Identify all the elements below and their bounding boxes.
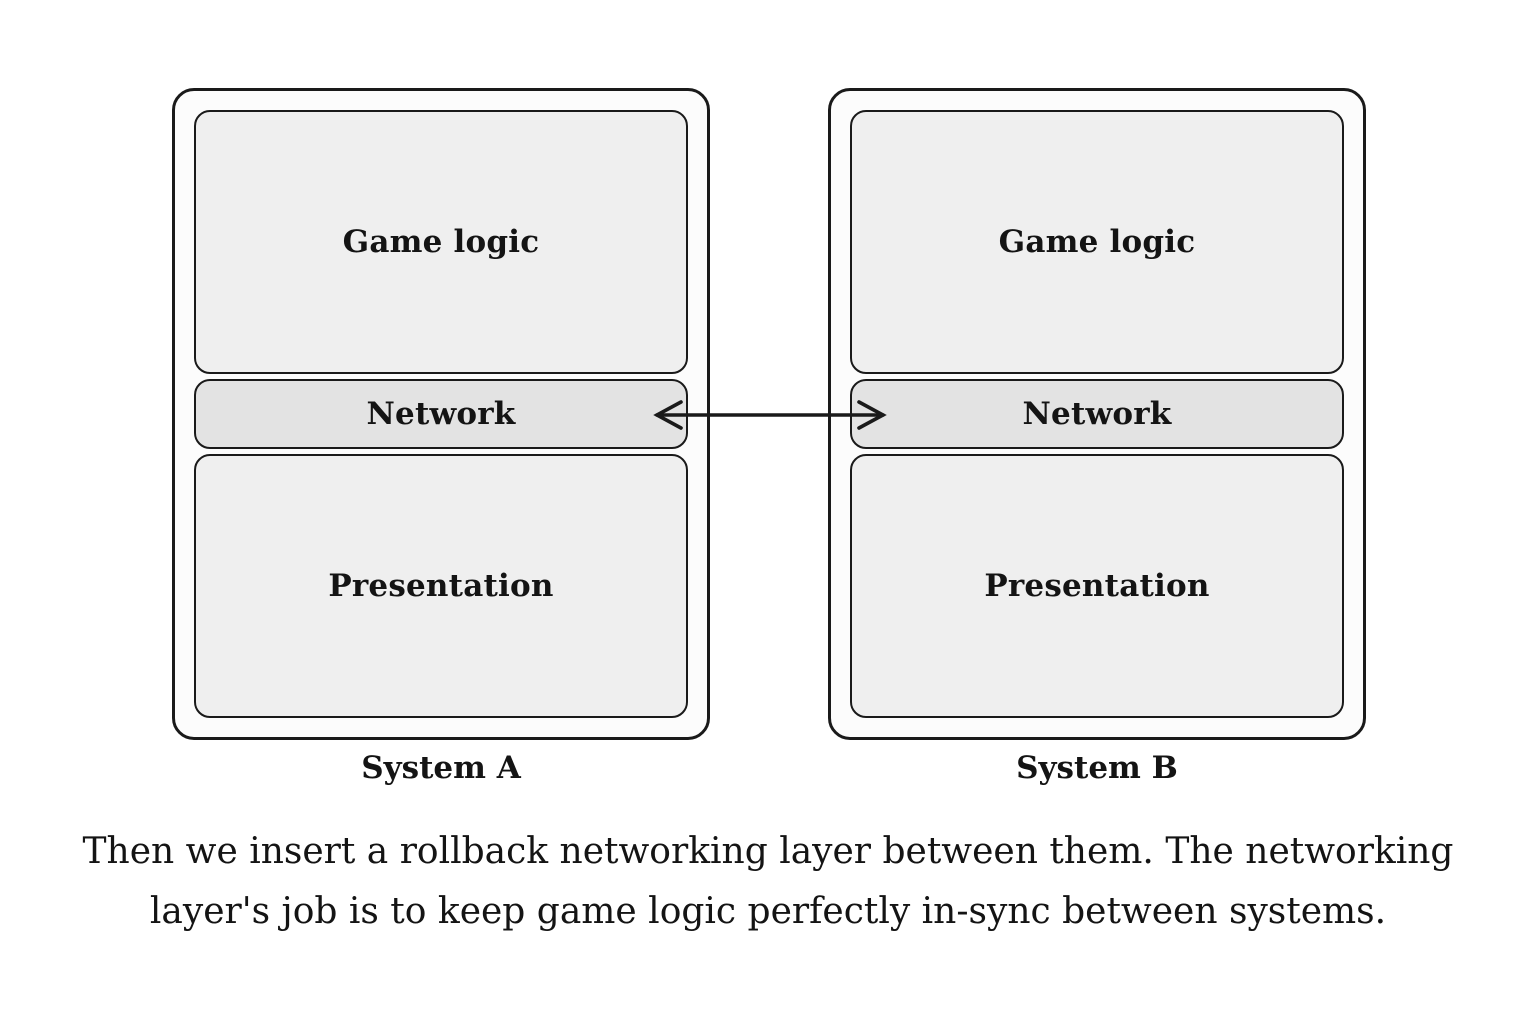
system-b-label: System B bbox=[1016, 750, 1178, 786]
system-a-presentation-box: Presentation bbox=[194, 454, 688, 718]
caption-text: Then we insert a rollback networking lay… bbox=[82, 831, 1454, 932]
system-a-network-box: Network bbox=[194, 379, 688, 449]
game-logic-label: Game logic bbox=[998, 224, 1196, 260]
system-b-game-logic-box: Game logic bbox=[850, 110, 1344, 374]
game-logic-label: Game logic bbox=[342, 224, 540, 260]
system-a-game-logic-box: Game logic bbox=[194, 110, 688, 374]
network-label: Network bbox=[366, 396, 516, 432]
system-b-container: Game logic Network Presentation bbox=[828, 88, 1366, 740]
network-label: Network bbox=[1022, 396, 1172, 432]
system-b-presentation-box: Presentation bbox=[850, 454, 1344, 718]
presentation-label: Presentation bbox=[984, 568, 1210, 604]
network-sync-arrow-icon bbox=[653, 400, 887, 430]
system-a-label: System A bbox=[361, 750, 521, 786]
system-a-container: Game logic Network Presentation bbox=[172, 88, 710, 740]
system-b-network-box: Network bbox=[850, 379, 1344, 449]
presentation-label: Presentation bbox=[328, 568, 554, 604]
